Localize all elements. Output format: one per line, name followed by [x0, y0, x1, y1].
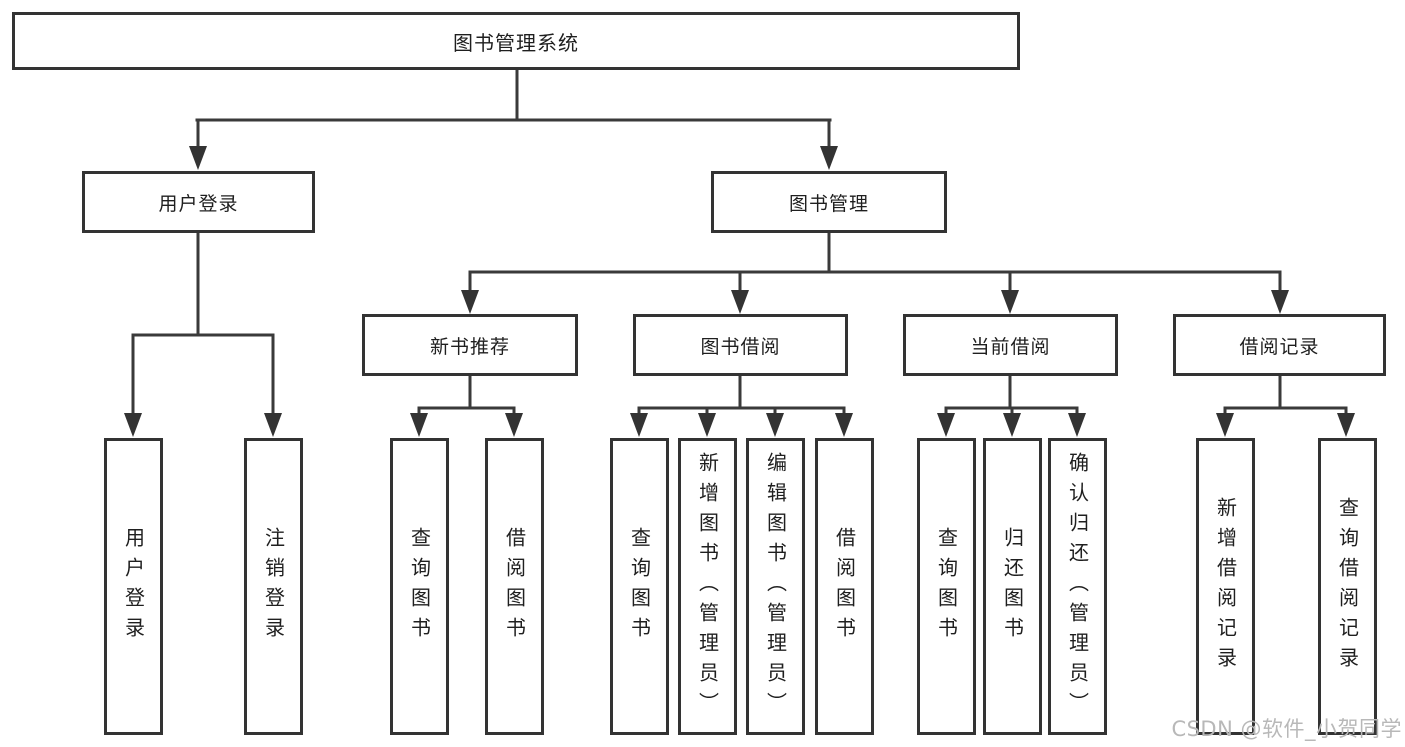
- node-label: 查询图书: [934, 526, 959, 647]
- leaf-user-login: 用户登录: [104, 438, 163, 735]
- node-label: 新增借阅记录: [1213, 496, 1238, 677]
- node-current-borrowing: 当前借阅: [903, 314, 1118, 376]
- leaf-borrow-add-books-admin: 新增图书（管理员）: [678, 438, 737, 735]
- node-label: 查询图书: [407, 526, 432, 647]
- leaf-current-return-books: 归还图书: [983, 438, 1042, 735]
- node-label: 新增图书（管理员）: [695, 451, 720, 722]
- leaf-borrow-edit-books-admin: 编辑图书（管理员）: [746, 438, 805, 735]
- node-label: 查询借阅记录: [1335, 496, 1360, 677]
- leaf-current-confirm-return-admin: 确认归还（管理员）: [1048, 438, 1107, 735]
- leaf-records-query-borrow-record: 查询借阅记录: [1318, 438, 1377, 735]
- leaf-current-query-books: 查询图书: [917, 438, 976, 735]
- leaf-logout: 注销登录: [244, 438, 303, 735]
- node-label: 图书管理: [788, 192, 869, 215]
- node-book-management: 图书管理: [711, 171, 947, 233]
- node-label: 编辑图书（管理员）: [763, 451, 788, 722]
- leaf-borrow-query-books: 查询图书: [610, 438, 669, 735]
- node-label: 当前借阅: [970, 335, 1051, 358]
- node-library-management-system: 图书管理系统: [12, 12, 1020, 70]
- node-label: 用户登录: [158, 192, 239, 215]
- leaf-recommend-borrow-books: 借阅图书: [485, 438, 544, 735]
- tree-edges: [131, 67, 1348, 417]
- node-label: 归还图书: [1000, 526, 1025, 647]
- leaf-recommend-query-books: 查询图书: [390, 438, 449, 735]
- leaf-records-add-borrow-record: 新增借阅记录: [1196, 438, 1255, 735]
- node-label: 图书管理系统: [453, 30, 579, 55]
- node-label: 图书借阅: [700, 335, 781, 358]
- node-label: 注销登录: [261, 526, 286, 647]
- node-user-login: 用户登录: [82, 171, 315, 233]
- leaf-borrow-borrow-books: 借阅图书: [815, 438, 874, 735]
- node-label: 确认归还（管理员）: [1065, 451, 1090, 722]
- csdn-watermark: CSDN @软件_小贺同学: [1171, 717, 1402, 741]
- node-borrowing-records: 借阅记录: [1173, 314, 1386, 376]
- node-label: 借阅图书: [502, 526, 527, 647]
- node-new-book-recommendation: 新书推荐: [362, 314, 578, 376]
- node-label: 借阅记录: [1239, 335, 1320, 358]
- node-label: 查询图书: [627, 526, 652, 647]
- node-label: 借阅图书: [832, 526, 857, 647]
- node-label: 新书推荐: [429, 335, 510, 358]
- node-book-borrowing: 图书借阅: [633, 314, 848, 376]
- node-label: 用户登录: [121, 526, 146, 647]
- arrowheads: [124, 146, 1355, 437]
